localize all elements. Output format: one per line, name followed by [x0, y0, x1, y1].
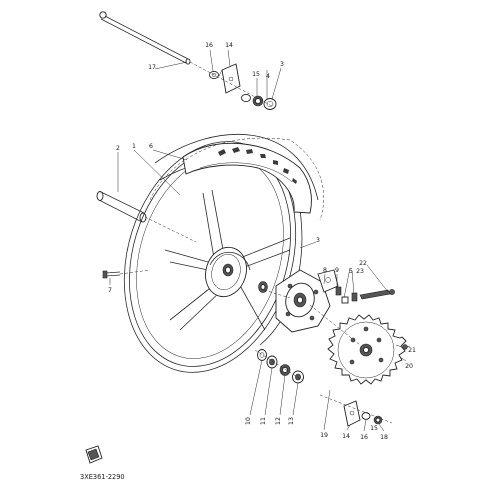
callout-19: 19 — [320, 432, 328, 439]
callout-1: 1 — [132, 143, 136, 150]
callout-10: 10 — [245, 417, 252, 425]
callout-3-upper: 3 — [280, 61, 284, 68]
callout-5: 5 — [349, 268, 353, 275]
lower-adjuster-group — [319, 394, 393, 427]
callout-labels: 16 14 15 4 3 17 2 1 6 7 3 8 9 5 22 23 21… — [108, 42, 416, 441]
wheel-spokes-and-hub — [164, 189, 291, 331]
callout-9: 9 — [335, 267, 339, 274]
tire-valve — [102, 270, 121, 279]
callout-12: 12 — [275, 417, 282, 425]
callout-4: 4 — [266, 73, 270, 80]
callout-2: 2 — [116, 145, 120, 152]
callout-14-upper: 14 — [225, 42, 233, 49]
callout-15-lower: 15 — [370, 425, 378, 432]
callout-15-upper: 15 — [252, 71, 260, 78]
callout-21: 21 — [408, 347, 416, 354]
callout-13: 13 — [288, 417, 295, 425]
axle-spacer-tube — [96, 191, 147, 223]
assembly-guide-lines — [119, 216, 361, 346]
callout-23: 23 — [356, 268, 364, 275]
rear-axle — [99, 11, 191, 65]
sprocket-bolts — [335, 286, 395, 304]
callout-6: 6 — [149, 143, 153, 150]
callout-22: 22 — [359, 260, 367, 267]
upper-adjuster-group — [189, 61, 277, 110]
callout-14-lower: 14 — [342, 433, 350, 440]
rear-tire — [149, 137, 324, 221]
hub-bearing — [258, 281, 268, 293]
sprocket-hub-assembly — [275, 269, 339, 333]
lower-bearing-group — [254, 349, 304, 384]
callout-8: 8 — [323, 267, 327, 274]
callout-17: 17 — [148, 64, 156, 71]
sprocket-nut — [395, 344, 408, 350]
callout-16-lower: 16 — [360, 434, 368, 441]
callout-18: 18 — [380, 434, 388, 441]
callout-11: 11 — [260, 417, 267, 425]
callout-7: 7 — [108, 287, 112, 294]
rear-sprocket — [327, 314, 407, 385]
drawing-code: 3XE361-2290 — [80, 473, 125, 481]
drawing-stamp-icon — [85, 445, 103, 464]
callout-3-lower: 3 — [316, 237, 320, 244]
callout-16-upper: 16 — [205, 42, 213, 49]
callout-20: 20 — [405, 363, 413, 370]
leader-lines — [109, 49, 411, 432]
